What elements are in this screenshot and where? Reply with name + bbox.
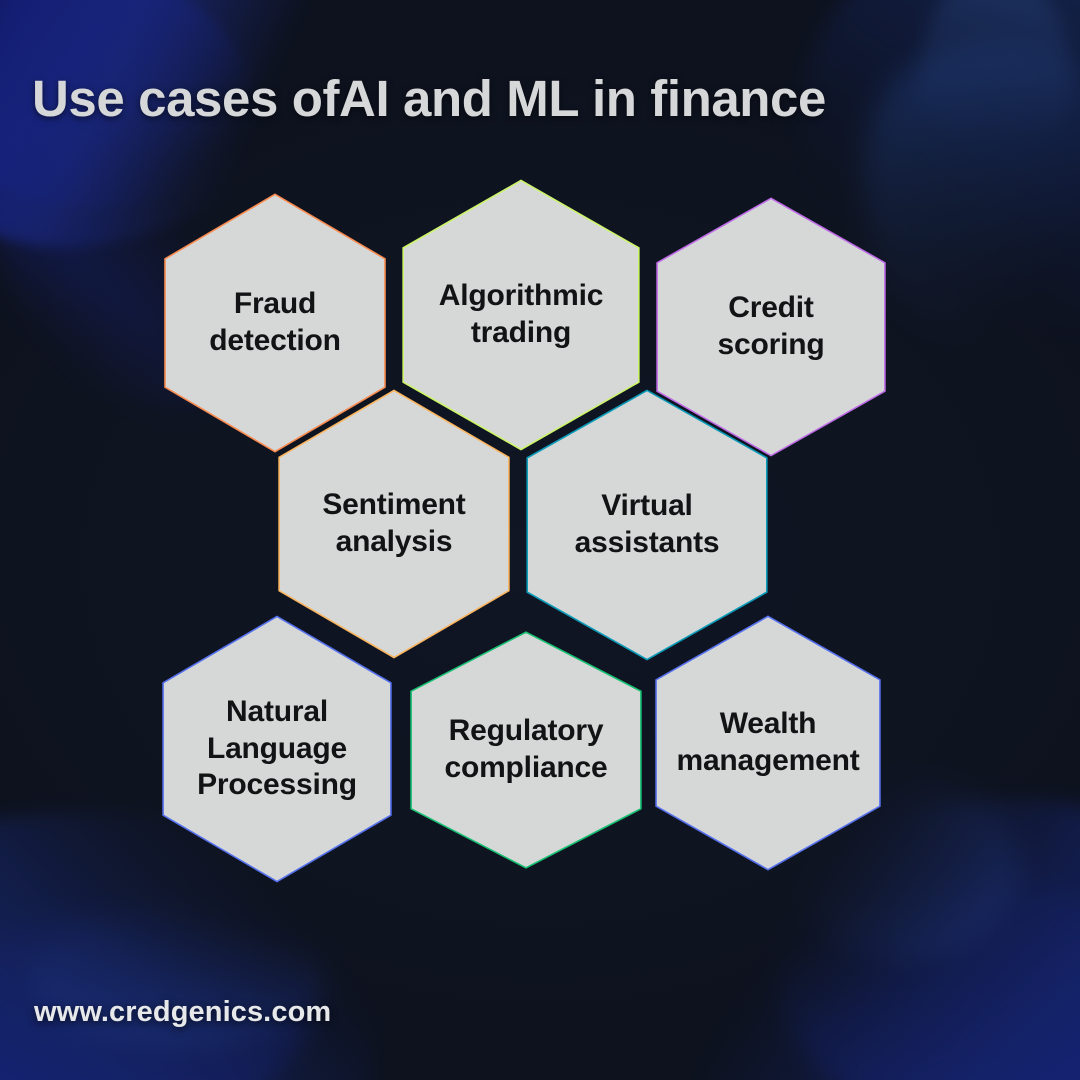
hexagon-label-natural-language-processing: Natural Language Processing: [197, 695, 357, 802]
hexagon-label-wealth-management: Wealth management: [676, 707, 860, 777]
hexagon-shape-natural-language-processing: [161, 614, 393, 884]
hexagon-sentiment-analysis[interactable]: Sentiment analysis: [277, 388, 511, 660]
hexagon-virtual-assistants[interactable]: Virtual assistants: [525, 388, 769, 662]
hexagon-label-fraud-detection: Fraud detection: [209, 287, 341, 357]
hexagon-label-sentiment-analysis: Sentiment analysis: [322, 488, 466, 558]
hexagon-shape-wealth-management: [654, 614, 882, 872]
hexagon-algorithmic-trading[interactable]: Algorithmic trading: [401, 178, 641, 452]
hexagon-wealth-management[interactable]: Wealth management: [654, 614, 882, 872]
hexagon-shape-sentiment-analysis: [277, 388, 511, 660]
hexagon-shape-virtual-assistants: [525, 388, 769, 662]
hexagon-natural-language-processing[interactable]: Natural Language Processing: [161, 614, 393, 884]
hexagon-label-credit-scoring: Credit scoring: [717, 291, 825, 361]
footer-website-url: www.credgenics.com: [34, 996, 332, 1028]
hexagon-label-virtual-assistants: Virtual assistants: [574, 489, 720, 559]
hexagon-label-algorithmic-trading: Algorithmic trading: [438, 279, 604, 349]
hexagon-shape-regulatory-compliance: [409, 630, 643, 870]
hexagon-fraud-detection[interactable]: Fraud detection: [163, 192, 387, 454]
hexagon-credit-scoring[interactable]: Credit scoring: [655, 196, 887, 458]
hexagon-shape-credit-scoring: [655, 196, 887, 458]
hexagon-label-regulatory-compliance: Regulatory compliance: [444, 714, 608, 784]
page-title: Use cases ofAI and ML in finance: [32, 70, 826, 127]
hexagon-shape-fraud-detection: [163, 192, 387, 454]
hexagon-shape-algorithmic-trading: [401, 178, 641, 452]
hexagon-regulatory-compliance[interactable]: Regulatory compliance: [409, 630, 643, 870]
